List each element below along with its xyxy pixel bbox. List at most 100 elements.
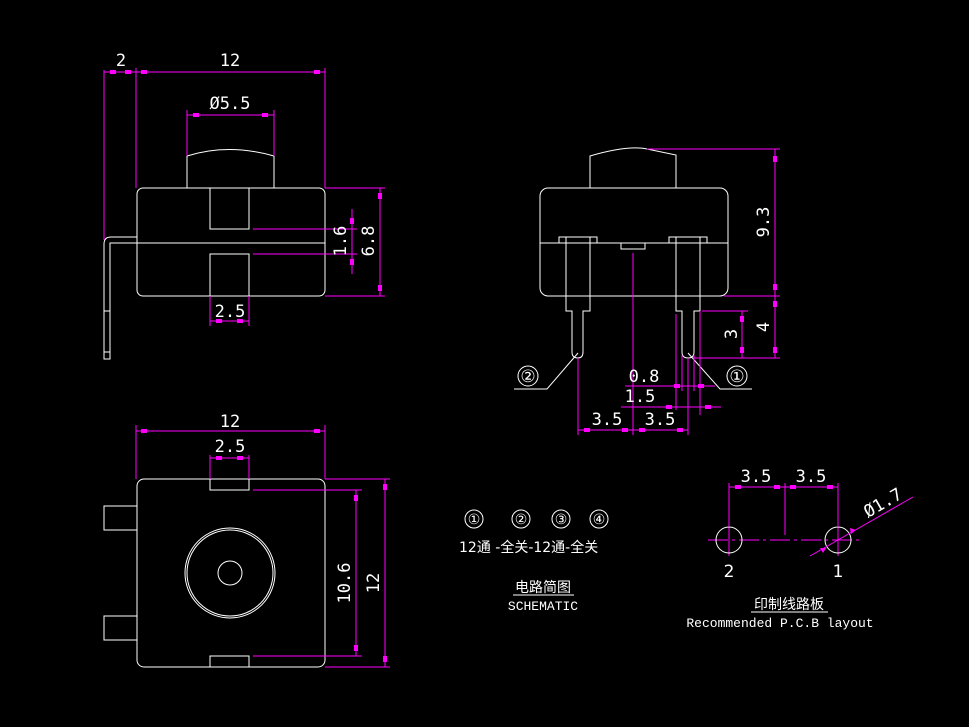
arrow	[378, 285, 382, 291]
dim-pitch-right: 3.5	[645, 410, 676, 430]
dim-total-height: 9.3	[754, 207, 774, 238]
schematic-title-cn: 电路简图	[515, 579, 571, 596]
schematic-title-en: SCHEMATIC	[508, 599, 578, 614]
arrow	[584, 428, 590, 432]
bottom-actuator-center	[217, 560, 243, 586]
dim-bottom-width: 12	[220, 412, 240, 432]
pin2-callout-circle	[517, 365, 539, 387]
arrow	[314, 70, 320, 74]
arrow	[350, 218, 354, 224]
schematic-pin-2: ②	[515, 512, 528, 528]
pcb-title-en: Recommended P.C.B layout	[686, 616, 873, 631]
bottom-actuator-inner	[186, 529, 274, 617]
schematic-pin-circle	[464, 509, 484, 529]
arrow	[216, 319, 222, 323]
arrow	[827, 485, 833, 489]
arrow	[141, 70, 147, 74]
bottom-slot-bottom	[209, 655, 250, 668]
arrow	[790, 485, 796, 489]
arrow	[378, 193, 382, 199]
arrow	[216, 456, 222, 460]
dim-bottom-height: 12	[364, 573, 384, 593]
leader-right	[687, 352, 752, 390]
arrow	[773, 347, 777, 353]
pcb-layout: 3.5 3.5 Ø1.7 2 1 印制线路板 Recommended P.C.B…	[686, 467, 914, 631]
schematic-pin-circle	[551, 509, 571, 529]
pcb-pin-label-2: 2	[724, 562, 735, 582]
arrow	[850, 528, 856, 534]
dim-pcb-pitch-right: 3.5	[796, 467, 827, 487]
bottom-tab-lower	[103, 615, 138, 641]
schematic-pin-4: ④	[593, 512, 606, 528]
front-actuator	[186, 149, 275, 188]
side-actuator	[589, 147, 677, 188]
arrow	[677, 428, 683, 432]
pcb-title-cn: 印制线路板	[754, 597, 824, 613]
dim-inner-height: 10.6	[335, 563, 355, 604]
arrow	[354, 645, 358, 651]
side-body	[539, 187, 729, 297]
arrow	[383, 484, 387, 490]
arrow	[674, 384, 680, 388]
dim-bottom-slot: 2.5	[215, 437, 246, 457]
dim-gap: 1.6	[331, 226, 351, 257]
dim-slot-width: 2.5	[215, 302, 246, 322]
arrow	[237, 456, 243, 460]
arrow	[698, 384, 704, 388]
arrow	[774, 485, 780, 489]
arrow	[773, 284, 777, 290]
schematic-legend: 12通 -全关-12通-全关	[459, 539, 598, 556]
dim-pitch-left: 3.5	[592, 410, 623, 430]
arrow	[639, 428, 645, 432]
arrow	[735, 485, 741, 489]
arrow	[350, 259, 354, 265]
front-view: 2 12 Ø5.5 1.6 6.8 2.5	[103, 51, 385, 360]
schematic: ① ② ③ ④ 12通 -全关-12通-全关 电路简图 SCHEMATIC	[459, 509, 609, 614]
leader-left	[514, 352, 579, 390]
dim-pcb-pitch-left: 3.5	[741, 467, 772, 487]
arrow	[773, 156, 777, 162]
bottom-slot-top	[209, 478, 250, 491]
dim-pin-thickness: 0.8	[629, 367, 660, 387]
side-center-nub	[620, 242, 646, 250]
dim-line-hole-diameter	[809, 496, 914, 557]
arrow	[622, 428, 628, 432]
front-slot-bottom	[209, 253, 250, 297]
arrow	[141, 429, 147, 433]
bottom-tab-upper	[103, 505, 138, 531]
front-bracket	[103, 236, 137, 360]
bottom-view: 12 2.5 10.6 12	[103, 412, 390, 668]
arrow	[666, 405, 672, 409]
arrow	[705, 405, 711, 409]
schematic-pin-3: ③	[555, 512, 568, 528]
pcb-pin-label-1: 1	[833, 562, 844, 582]
arrow	[125, 70, 131, 74]
arrow	[110, 70, 116, 74]
front-slot-top	[209, 187, 250, 230]
dim-pin-width: 1.5	[625, 387, 656, 407]
schematic-pin-circle	[589, 509, 609, 529]
pin1-callout-circle	[726, 365, 748, 387]
arrow	[262, 113, 268, 117]
arrow	[820, 548, 826, 553]
pin2-callout: ②	[520, 367, 535, 387]
arrow	[740, 316, 744, 322]
arrow	[314, 429, 320, 433]
side-pin-left-shoulder	[558, 236, 598, 243]
schematic-pin-1: ①	[468, 512, 481, 528]
dim-body-height: 6.8	[359, 226, 379, 257]
side-view: ② ① 9.3 4 3 0.8	[514, 147, 780, 435]
dim-pin-tip: 3	[722, 329, 742, 339]
arrow	[773, 301, 777, 307]
arrow	[383, 656, 387, 662]
dim-pin-length: 4	[754, 322, 774, 332]
dim-bracket-width: 2	[116, 51, 126, 71]
side-pin-right-shoulder	[668, 236, 708, 243]
schematic-pin-circle	[511, 509, 531, 529]
arrow	[354, 495, 358, 501]
arrow	[237, 319, 243, 323]
bottom-actuator-outer	[184, 527, 276, 619]
pin1-callout: ①	[729, 367, 744, 387]
